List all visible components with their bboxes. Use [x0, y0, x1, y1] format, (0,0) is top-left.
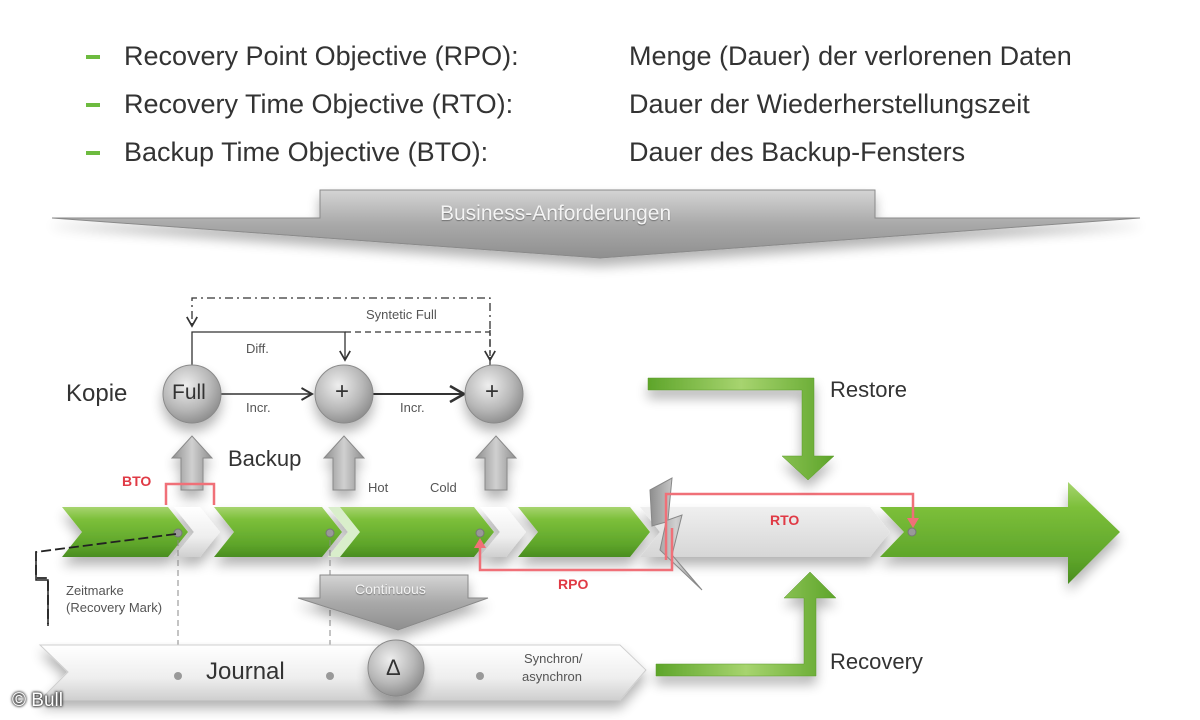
timeline-segment-2: [214, 507, 342, 557]
node-incr-1-label: +: [335, 378, 350, 405]
objective-rpo: Recovery Point Objective (RPO): Menge (D…: [86, 36, 1072, 76]
banner-label: Business-Anforderungen: [440, 202, 672, 225]
cold-backup-arrow-icon: [474, 435, 518, 491]
rto-segment: [640, 507, 890, 557]
node-incr-1: [314, 364, 374, 424]
delta-node: [367, 639, 425, 697]
node-full: [162, 364, 222, 424]
timeline-segment-3: [340, 507, 494, 557]
node-incr-2-label: +: [485, 378, 500, 405]
timeline-segment-1: [62, 507, 188, 557]
recovery-mark-2: [325, 528, 335, 538]
timestamp-label-line1: Zeitmarke: [66, 583, 124, 598]
bto-label: BTO: [122, 473, 152, 489]
incr-label-1: Incr.: [246, 400, 271, 415]
rpo-bracket: [478, 528, 674, 572]
recovery-mark-4: [907, 527, 917, 537]
timeline: [62, 482, 1120, 584]
node-incr-2: [464, 364, 524, 424]
recovery-label: Recovery: [830, 649, 923, 674]
copy-title: Kopie: [66, 380, 128, 407]
objective-term: Backup Time Objective (BTO):: [124, 136, 489, 167]
backup-label: Backup: [228, 446, 302, 471]
business-requirements-banner: [51, 189, 1141, 259]
journal-label: Journal: [206, 658, 285, 685]
failure-lightning-icon: [649, 477, 703, 591]
bullet-dash-icon: [86, 55, 100, 59]
journal-mark-1: [174, 672, 182, 680]
rto-arrow-icon: [907, 518, 919, 528]
rto-label: RTO: [770, 512, 800, 528]
bto-bracket: [164, 482, 216, 505]
diff-label: Diff.: [246, 341, 269, 356]
objective-description: Dauer des Backup-Fensters: [629, 136, 966, 167]
cold-label: Cold: [430, 480, 457, 495]
incr-label-2: Incr.: [400, 400, 425, 415]
copyright-notice: © Bull: [12, 690, 63, 711]
objective-term: Recovery Time Objective (RTO):: [124, 88, 514, 119]
objective-rto: Recovery Time Objective (RTO): Dauer der…: [86, 84, 1030, 124]
synthetic-full-line: [186, 297, 491, 365]
journal-mark-3: [476, 672, 484, 680]
timeline-gap-3: [480, 507, 526, 557]
node-full-label: Full: [172, 381, 206, 404]
recovered-arrow: [880, 482, 1120, 584]
continuous-label: Continuous: [355, 581, 426, 597]
hot-backup-arrow-icon: [322, 435, 366, 491]
timestamp-bracket: [35, 560, 49, 626]
objective-term: Recovery Point Objective (RPO):: [124, 40, 519, 71]
objective-description: Menge (Dauer) der verlorenen Daten: [629, 40, 1072, 71]
rto-bracket: [664, 492, 915, 560]
timestamp-label-line2: (Recovery Mark): [66, 600, 163, 615]
recovery-mark-3: [475, 528, 485, 538]
timeline-gap-1: [174, 507, 220, 557]
bullet-dash-icon: [86, 151, 100, 155]
rpo-arrow-icon: [474, 538, 486, 548]
restore-arrow: [647, 377, 835, 481]
rpo-label: RPO: [558, 576, 589, 592]
recovery-arrow: [655, 571, 837, 677]
journal-mode-line1: Synchron/: [524, 651, 583, 666]
continuous-arrow: [297, 574, 489, 631]
hot-label: Hot: [368, 480, 389, 495]
timeline-segment-4: [518, 507, 650, 557]
journal-bar: [38, 644, 647, 701]
objective-bto: Backup Time Objective (BTO): Dauer des B…: [86, 132, 965, 172]
backup-arrow-icon: [170, 435, 214, 491]
journal-mark-2: [326, 672, 334, 680]
recovery-mark-1: [173, 528, 183, 538]
bullet-dash-icon: [86, 103, 100, 107]
journal-mode-line2: asynchron: [522, 669, 582, 684]
diff-line: [191, 331, 351, 372]
restore-label: Restore: [830, 377, 908, 402]
delta-icon: Δ: [386, 655, 401, 680]
synthetic-full-label: Syntetic Full: [366, 307, 437, 322]
objective-description: Dauer der Wiederherstellungszeit: [629, 88, 1030, 119]
